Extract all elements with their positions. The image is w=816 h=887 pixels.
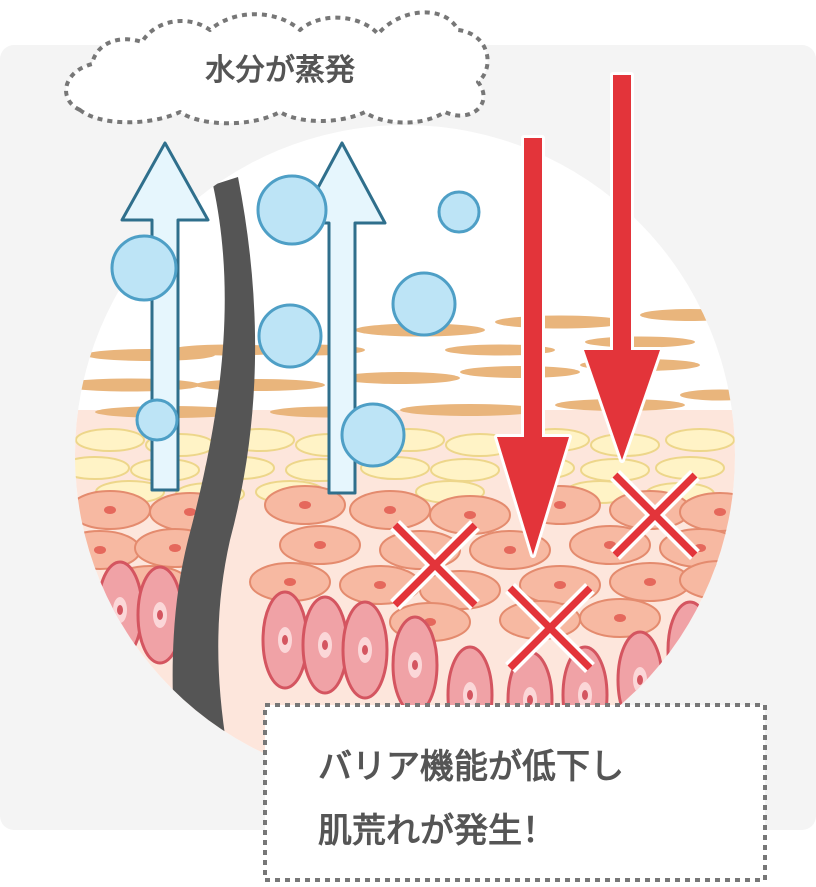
cross-mark-icon (505, 583, 595, 673)
water-droplet-icon (340, 402, 406, 468)
granular-cell (75, 456, 130, 480)
cell-nucleus (604, 541, 616, 549)
cross-mark-stroke (612, 472, 698, 558)
cell-nucleus (117, 605, 123, 615)
water-droplet-icon (257, 303, 323, 369)
cell-nucleus (384, 506, 396, 514)
barrier-label-line2: 肌荒れが発生！ (318, 811, 556, 851)
cell-nucleus (637, 675, 643, 685)
cross-mark-stroke (507, 585, 593, 671)
barrier-callout: バリア機能が低下し 肌荒れが発生！ (263, 703, 767, 882)
water-droplet-icon (437, 190, 481, 234)
callout-box (263, 703, 767, 882)
cell-nucleus (169, 544, 181, 552)
cross-mark-stroke (392, 522, 478, 608)
cell-nucleus (714, 508, 726, 516)
down-arrow-icon (584, 75, 660, 460)
evaporation-cloud: 水分が蒸発 (64, 10, 490, 126)
stratum-flake (340, 372, 460, 384)
cell-nucleus (282, 635, 288, 645)
water-droplet-icon (110, 234, 178, 302)
cell-nucleus (284, 578, 296, 586)
stratum-flake (585, 336, 695, 348)
cell-nucleus (299, 501, 311, 509)
cell-nucleus (527, 695, 533, 705)
stratum-flake (460, 366, 580, 378)
cloud-bubble-icon (64, 10, 490, 126)
granular-cell (75, 428, 145, 452)
cross-mark-icon (390, 520, 480, 610)
stratum-flake (400, 404, 540, 416)
cell-nucleus (184, 508, 196, 516)
barrier-label-line1: バリア機能が低下し (318, 747, 624, 787)
cell-nucleus (412, 660, 418, 670)
hair-strand-icon (172, 177, 256, 785)
cell-nucleus (504, 546, 516, 554)
cell-nucleus (157, 610, 163, 620)
stratum-flake (495, 315, 625, 329)
cell-nucleus (467, 690, 473, 700)
stratum-flake (680, 389, 735, 401)
cell-nucleus (374, 581, 386, 589)
cell-nucleus (644, 578, 656, 586)
stratum-flake (195, 379, 325, 391)
granular-cell (430, 458, 500, 482)
cell-nucleus (464, 511, 476, 519)
cell-nucleus (554, 501, 566, 509)
evaporation-label: 水分が蒸発 (205, 53, 356, 88)
cell-nucleus (614, 614, 626, 622)
cell-nucleus (582, 690, 588, 700)
cell-nucleus (314, 541, 326, 549)
granular-cell (665, 428, 735, 452)
water-droplet-icon (391, 271, 457, 337)
cell-nucleus (104, 506, 116, 514)
water-droplet-icon (256, 174, 328, 246)
cell-nucleus (322, 640, 328, 650)
water-droplets (110, 174, 481, 468)
irritant-arrows (494, 72, 663, 558)
down-arrow-icon (497, 138, 569, 555)
cell-nucleus (554, 581, 566, 589)
up-arrow-icon (120, 141, 210, 492)
cross-mark-icon (610, 470, 700, 560)
damage-marks (390, 470, 700, 673)
cell-nucleus (362, 645, 368, 655)
cell-nucleus (94, 546, 106, 554)
water-droplet-icon (135, 398, 179, 442)
